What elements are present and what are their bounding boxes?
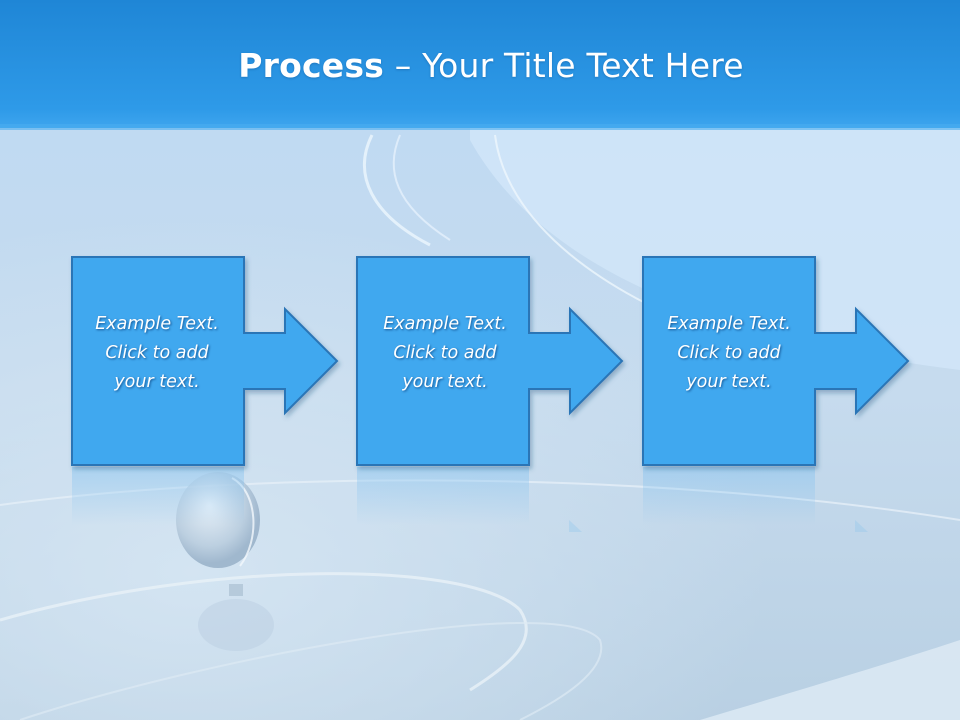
step-2-line-2: Click to add [393,343,497,363]
step-3-line-1: Example Text. [667,314,791,334]
step-1-line-3: your text. [114,372,200,392]
step-1-text[interactable]: Example Text. Click to add your text. [69,310,245,397]
step-2-line-3: your text. [402,372,488,392]
process-step-3[interactable] [642,256,910,466]
title-bold: Process [238,45,385,85]
step-1-line-1: Example Text. [95,314,219,334]
step-3-reflection [643,467,868,532]
process-step-2[interactable] [356,256,624,466]
step-3-line-2: Click to add [677,343,781,363]
step-1-line-2: Click to add [105,343,209,363]
step-2-line-1: Example Text. [383,314,507,334]
process-step-1[interactable] [71,256,339,466]
slide-title[interactable]: Process – Your Title Text Here [238,46,744,85]
step-3-text[interactable]: Example Text. Click to add your text. [641,310,817,397]
step-2-reflection [357,467,582,532]
step-3-line-3: your text. [686,372,772,392]
step-2-text[interactable]: Example Text. Click to add your text. [357,310,533,397]
title-bar: Process – Your Title Text Here [0,0,960,130]
step-1-reflection [72,467,244,525]
title-rest: – Your Title Text Here [384,45,744,85]
